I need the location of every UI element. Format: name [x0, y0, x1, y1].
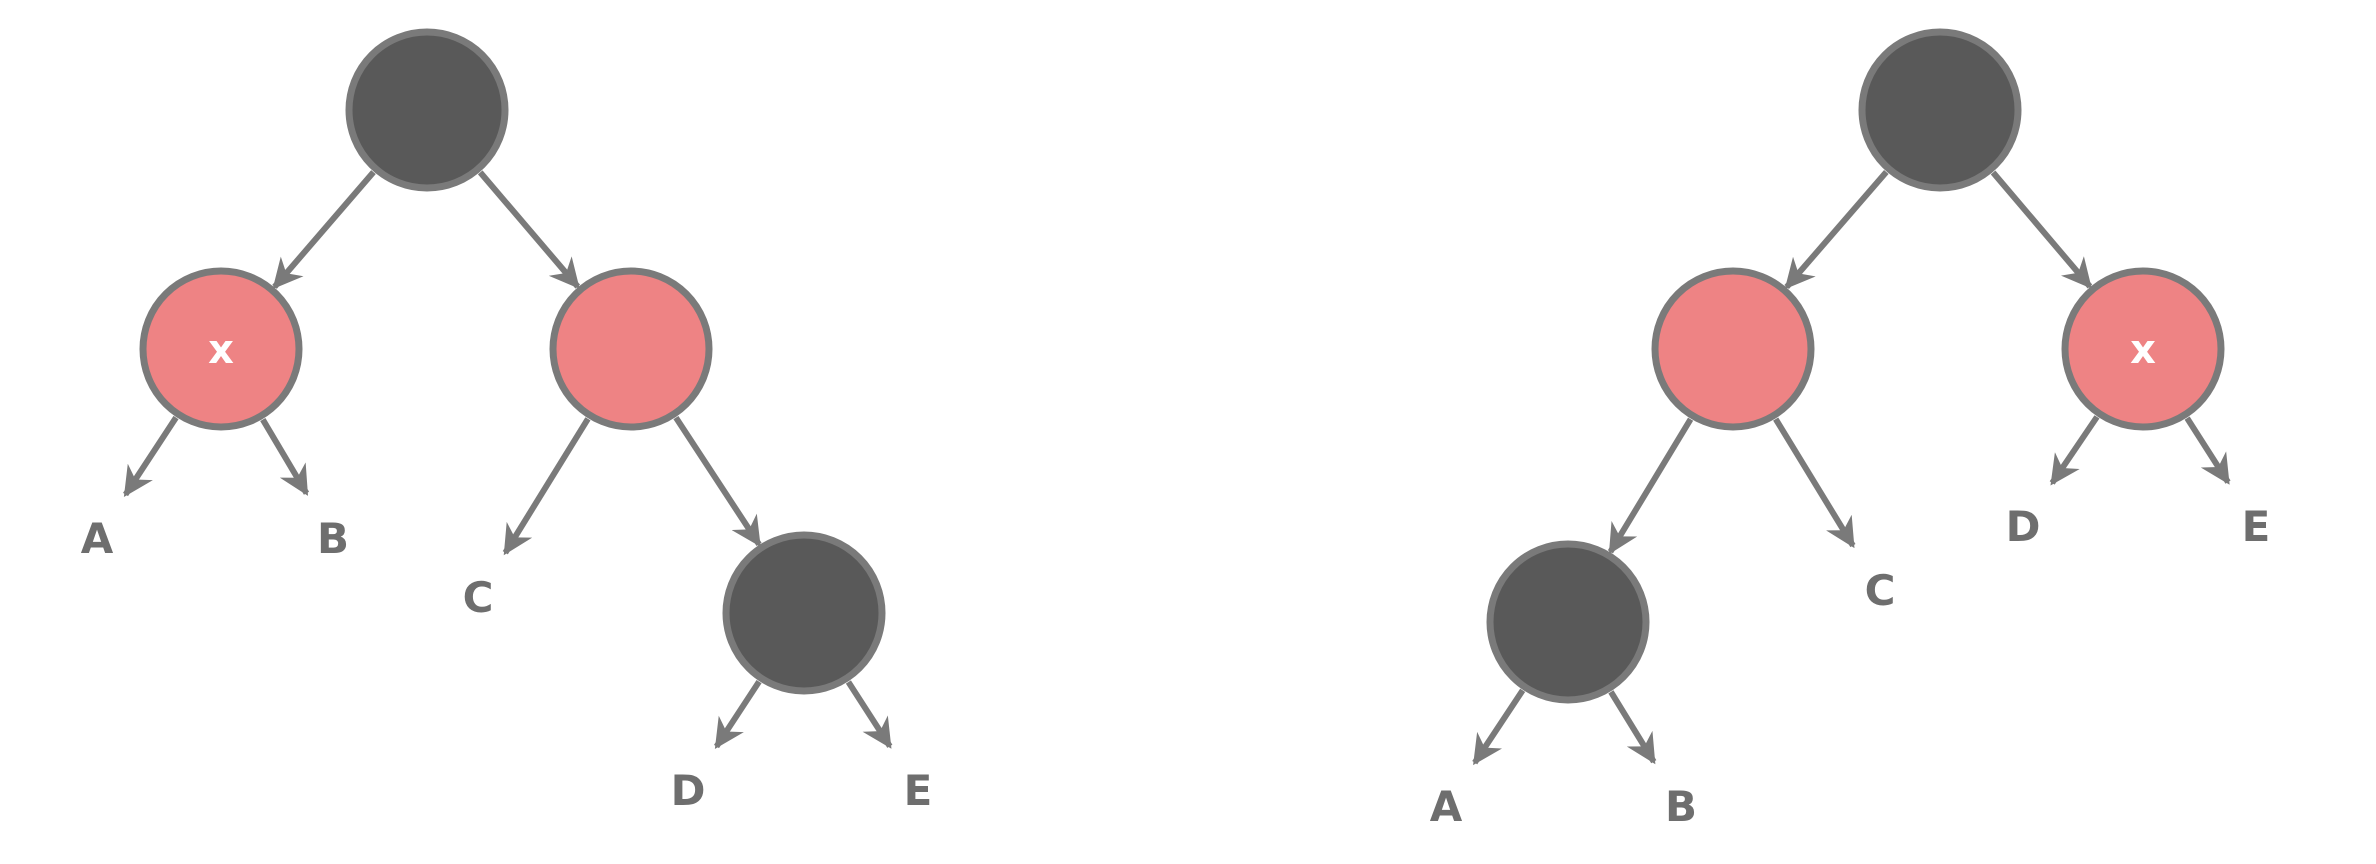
subtree-label-d: D: [671, 766, 706, 815]
edge-rr-to-E: [845, 680, 893, 749]
subtree-label-b: B: [317, 514, 349, 563]
subtree-label-d: D: [2006, 502, 2041, 551]
edge-root-to-x: [1990, 170, 2093, 289]
tree-node-black: [1858, 28, 2022, 192]
tree-node-red-x: [2061, 267, 2225, 431]
subtree-label-a: A: [81, 514, 114, 563]
subtree-label-a: A: [1430, 782, 1463, 831]
tree-node-black: [722, 531, 886, 695]
edge-r-to-rr: [673, 415, 762, 547]
node-label: x: [2130, 327, 2156, 373]
edge-x-to-B: [260, 418, 310, 496]
tree-before-rotation: xA B C D E: [81, 28, 933, 815]
tree-node-black: [345, 28, 509, 192]
edge-x-to-D: [2049, 415, 2100, 486]
subtree-label-b: B: [1665, 782, 1697, 831]
edge-ll-to-B: [1608, 690, 1657, 765]
edge-root-to-l: [1784, 170, 1889, 290]
tree-node-red: [549, 267, 713, 431]
edge-l-to-ll: [1607, 417, 1694, 555]
subtree-label-e: E: [904, 766, 933, 815]
edge-x-to-E: [2184, 416, 2231, 485]
edge-x-to-A: [123, 415, 179, 498]
subtree-label-e: E: [2242, 502, 2271, 551]
tree-after-rotation: xA B C D E: [1430, 28, 2271, 831]
subtree-label-c: C: [1865, 566, 1896, 615]
edge-r-to-C: [502, 417, 591, 556]
tree-node-red-x: [139, 267, 303, 431]
edge-root-to-x: [272, 170, 376, 290]
edge-root-to-r: [477, 170, 581, 289]
subtree-label-c: C: [463, 573, 494, 622]
edge-ll-to-A: [1472, 688, 1526, 766]
edge-l-to-C: [1773, 417, 1856, 549]
node-label: x: [208, 327, 234, 373]
edge-rr-to-D: [713, 679, 762, 750]
tree-node-black: [1486, 540, 1650, 704]
tree-node-red: [1651, 267, 1815, 431]
